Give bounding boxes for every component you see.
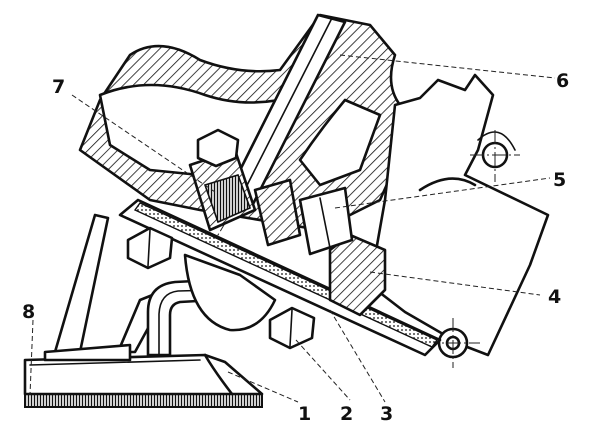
callout-3: 3 <box>380 403 393 425</box>
bottom-nut <box>268 306 316 350</box>
lower-shroud <box>183 233 387 332</box>
right-bracket <box>368 73 550 359</box>
callout-4: 4 <box>548 286 561 308</box>
support-frame <box>43 213 192 362</box>
knurled-bushing <box>188 148 302 247</box>
leader-lines <box>29 54 556 403</box>
callout-7: 7 <box>52 76 65 98</box>
callout-2: 2 <box>340 403 353 425</box>
stud-block <box>298 186 354 256</box>
callout-labels: 1 2 3 4 5 6 7 8 <box>22 70 569 425</box>
base-plate <box>23 353 264 408</box>
callout-6: 6 <box>556 70 569 92</box>
callout-5: 5 <box>553 169 566 191</box>
upper-flange-nut <box>196 128 240 168</box>
callout-1: 1 <box>298 403 311 425</box>
left-nut <box>126 226 174 270</box>
callout-8: 8 <box>22 301 35 323</box>
